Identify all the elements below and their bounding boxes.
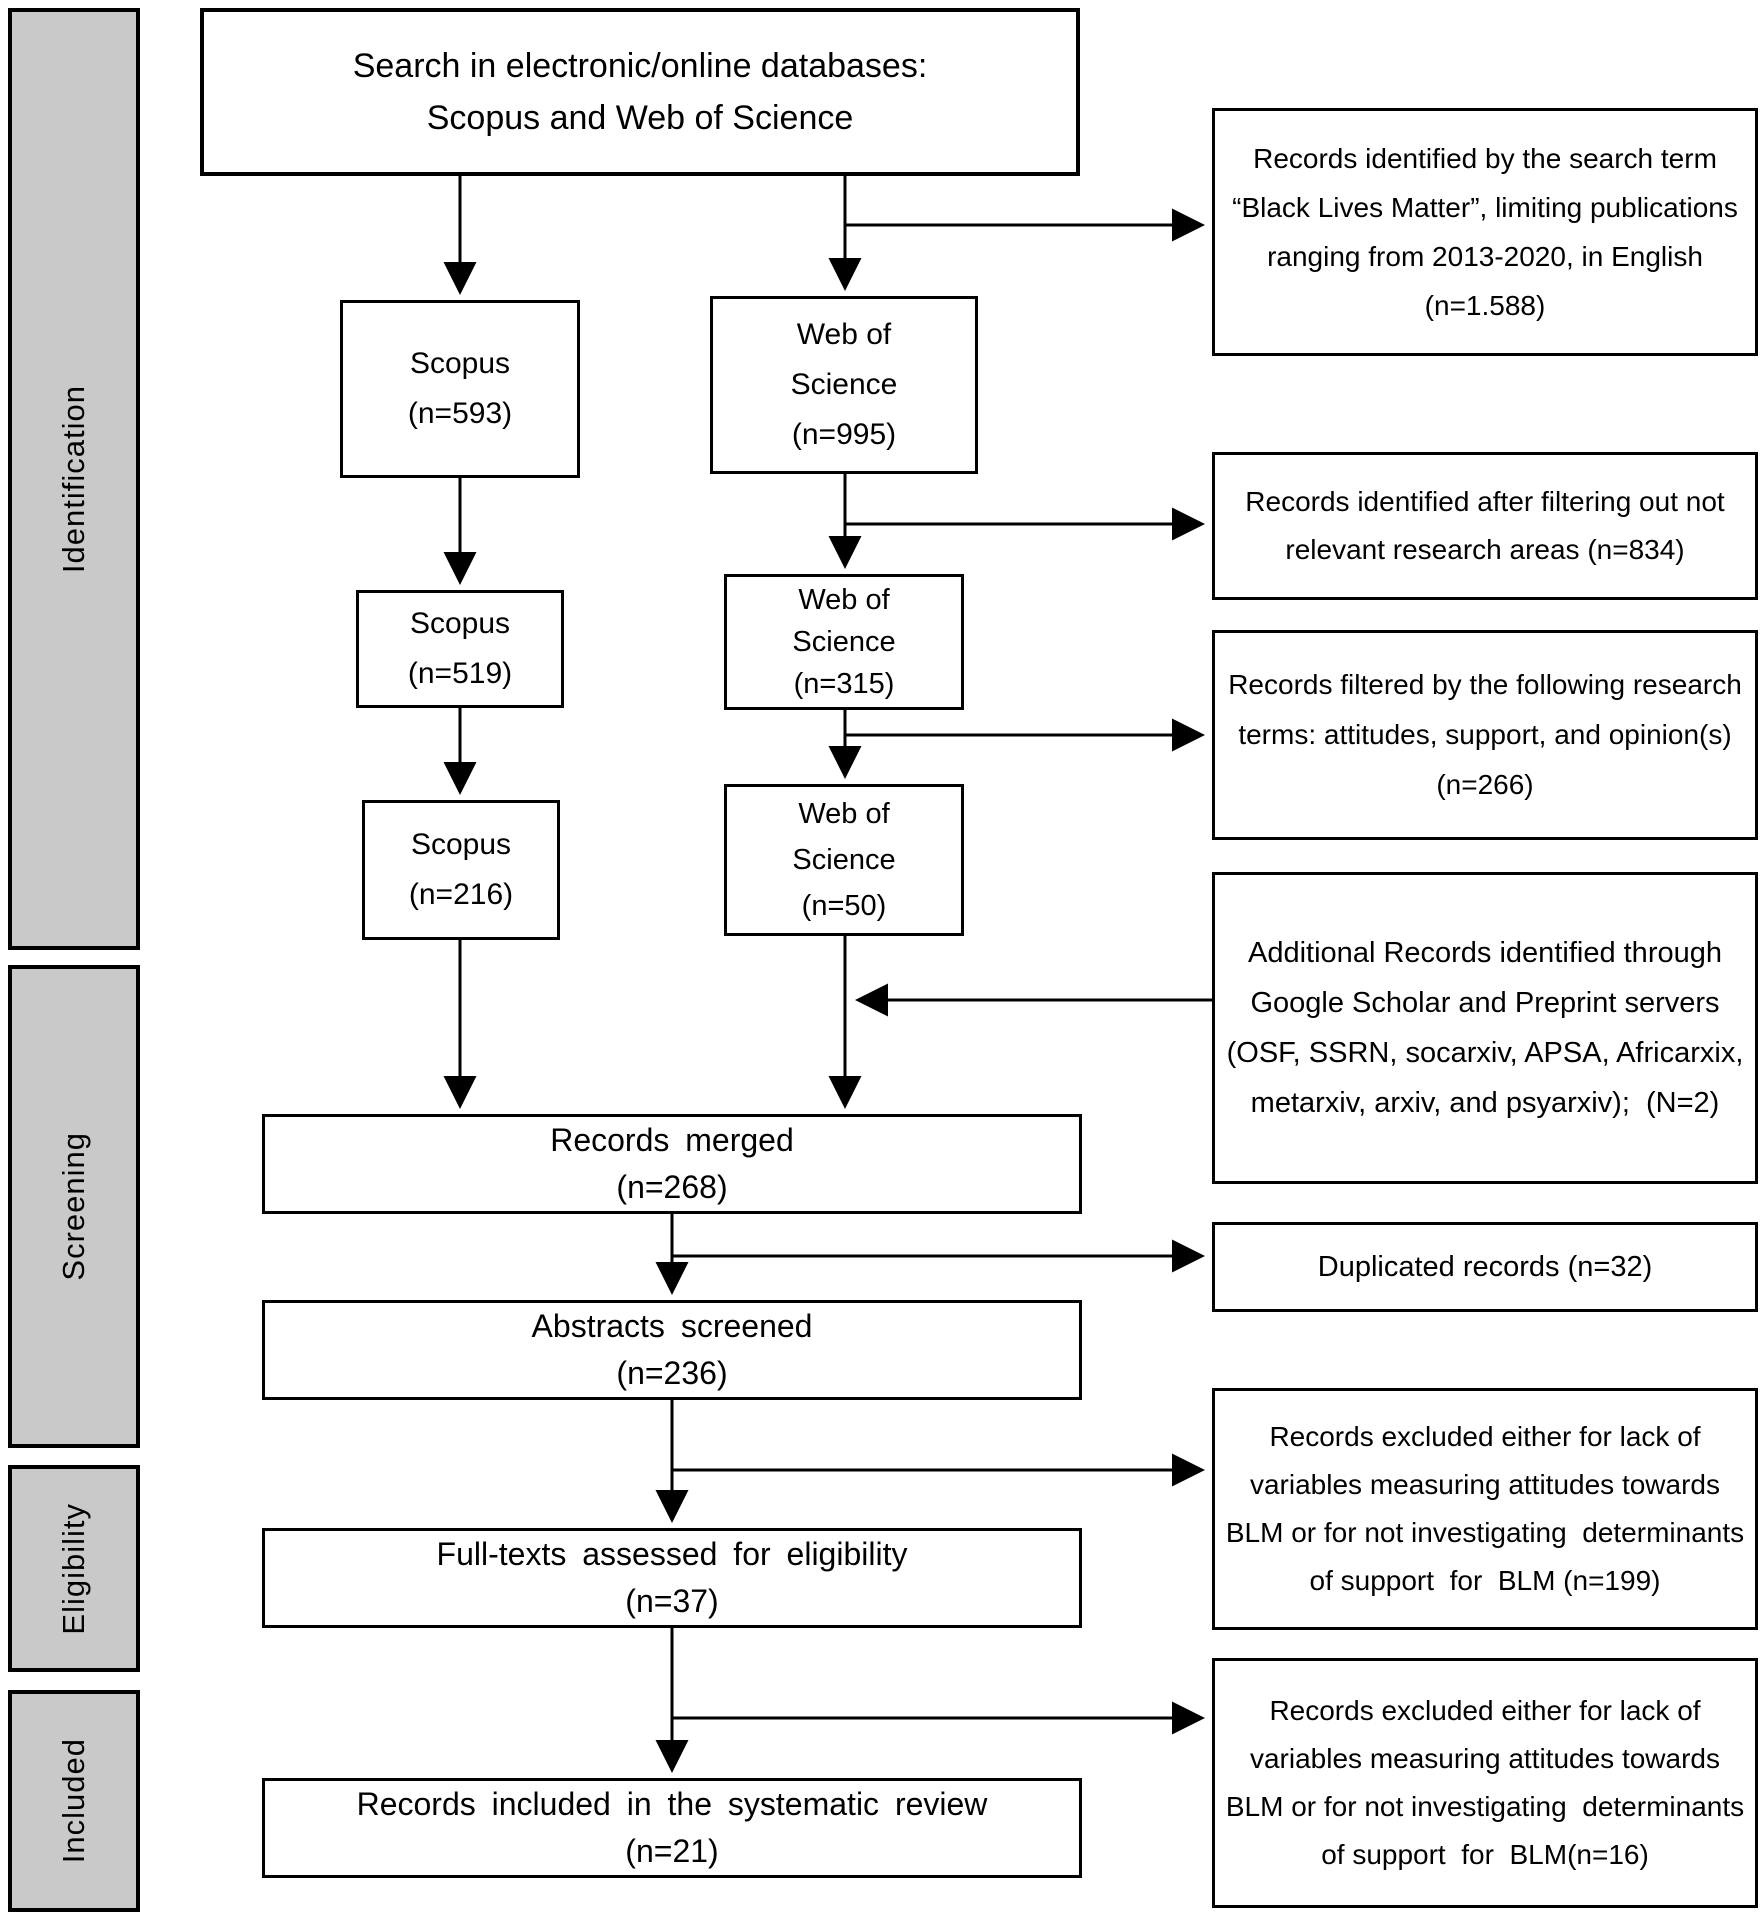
node-search-databases: Search in electronic/online databases: S… (200, 8, 1080, 176)
note-additional-records: Additional Records identified through Go… (1212, 872, 1758, 1184)
text-line: Web of (796, 318, 892, 351)
text-line: Web of (798, 798, 890, 830)
node-web-of-science-995: Web of Science (n=995) (710, 296, 978, 474)
stage-label: Identification (56, 384, 91, 574)
text-line: Abstracts screened (531, 1308, 813, 1344)
stage-label: Included (56, 1738, 91, 1864)
text-line: Web of (798, 584, 890, 616)
text-line: (n=519) (407, 657, 513, 690)
text-line: Science (790, 368, 898, 401)
note-text: Records identified after filtering out n… (1245, 486, 1733, 565)
note-duplicated-records: Duplicated records (n=32) (1212, 1222, 1758, 1312)
stage-label: Eligibility (56, 1502, 91, 1635)
note-search-term-records: Records identified by the search term “B… (1212, 108, 1758, 356)
text-line: Full-texts assessed for eligibility (436, 1536, 908, 1572)
note-text: Records identified by the search term “B… (1232, 143, 1746, 321)
text-line: Records included in the systematic revie… (356, 1786, 988, 1822)
note-filtered-research-areas: Records identified after filtering out n… (1212, 452, 1758, 600)
node-fulltexts-assessed: Full-texts assessed for eligibility (n=3… (262, 1528, 1082, 1628)
node-records-included: Records included in the systematic revie… (262, 1778, 1082, 1878)
text-line: Science (792, 626, 896, 658)
text-line: (n=216) (408, 878, 514, 911)
note-filtered-research-terms: Records filtered by the following resear… (1212, 630, 1758, 840)
node-web-of-science-50: Web of Science (n=50) (724, 784, 964, 936)
text-line: (n=995) (791, 418, 897, 451)
text-line: (n=50) (801, 890, 887, 922)
stage-included: Included (8, 1690, 140, 1912)
note-text: Records excluded either for lack of vari… (1225, 1421, 1752, 1596)
node-scopus-519: Scopus (n=519) (356, 590, 564, 708)
text-line: (n=593) (407, 397, 513, 430)
text-line: (n=21) (625, 1833, 719, 1869)
note-records-excluded-199: Records excluded either for lack of vari… (1212, 1388, 1758, 1630)
note-text: Records excluded either for lack of vari… (1225, 1695, 1752, 1870)
note-text: Duplicated records (n=32) (1317, 1251, 1653, 1283)
stage-screening: Screening (8, 965, 140, 1448)
text-line: (n=315) (793, 668, 895, 700)
node-abstracts-screened: Abstracts screened (n=236) (262, 1300, 1082, 1400)
text-line: (n=268) (616, 1169, 728, 1205)
node-scopus-593: Scopus (n=593) (340, 300, 580, 478)
node-web-of-science-315: Web of Science (n=315) (724, 574, 964, 710)
text-line: Search in electronic/online databases: (352, 47, 928, 85)
text-line: Records merged (550, 1122, 794, 1158)
text-line: (n=236) (616, 1355, 728, 1391)
note-text: Records filtered by the following resear… (1228, 669, 1750, 800)
stage-eligibility: Eligibility (8, 1465, 140, 1672)
stage-identification: Identification (8, 8, 140, 950)
text-line: Scopus and Web of Science (426, 99, 854, 137)
text-line: Scopus (410, 828, 512, 861)
text-line: Scopus (409, 607, 511, 640)
node-scopus-216: Scopus (n=216) (362, 800, 560, 940)
text-line: (n=37) (625, 1583, 719, 1619)
text-line: Scopus (409, 347, 511, 380)
node-records-merged: Records merged (n=268) (262, 1114, 1082, 1214)
stage-label: Screening (56, 1132, 91, 1281)
note-records-excluded-16: Records excluded either for lack of vari… (1212, 1658, 1758, 1908)
text-line: Science (792, 844, 896, 876)
note-text: Additional Records identified through Go… (1226, 937, 1752, 1119)
